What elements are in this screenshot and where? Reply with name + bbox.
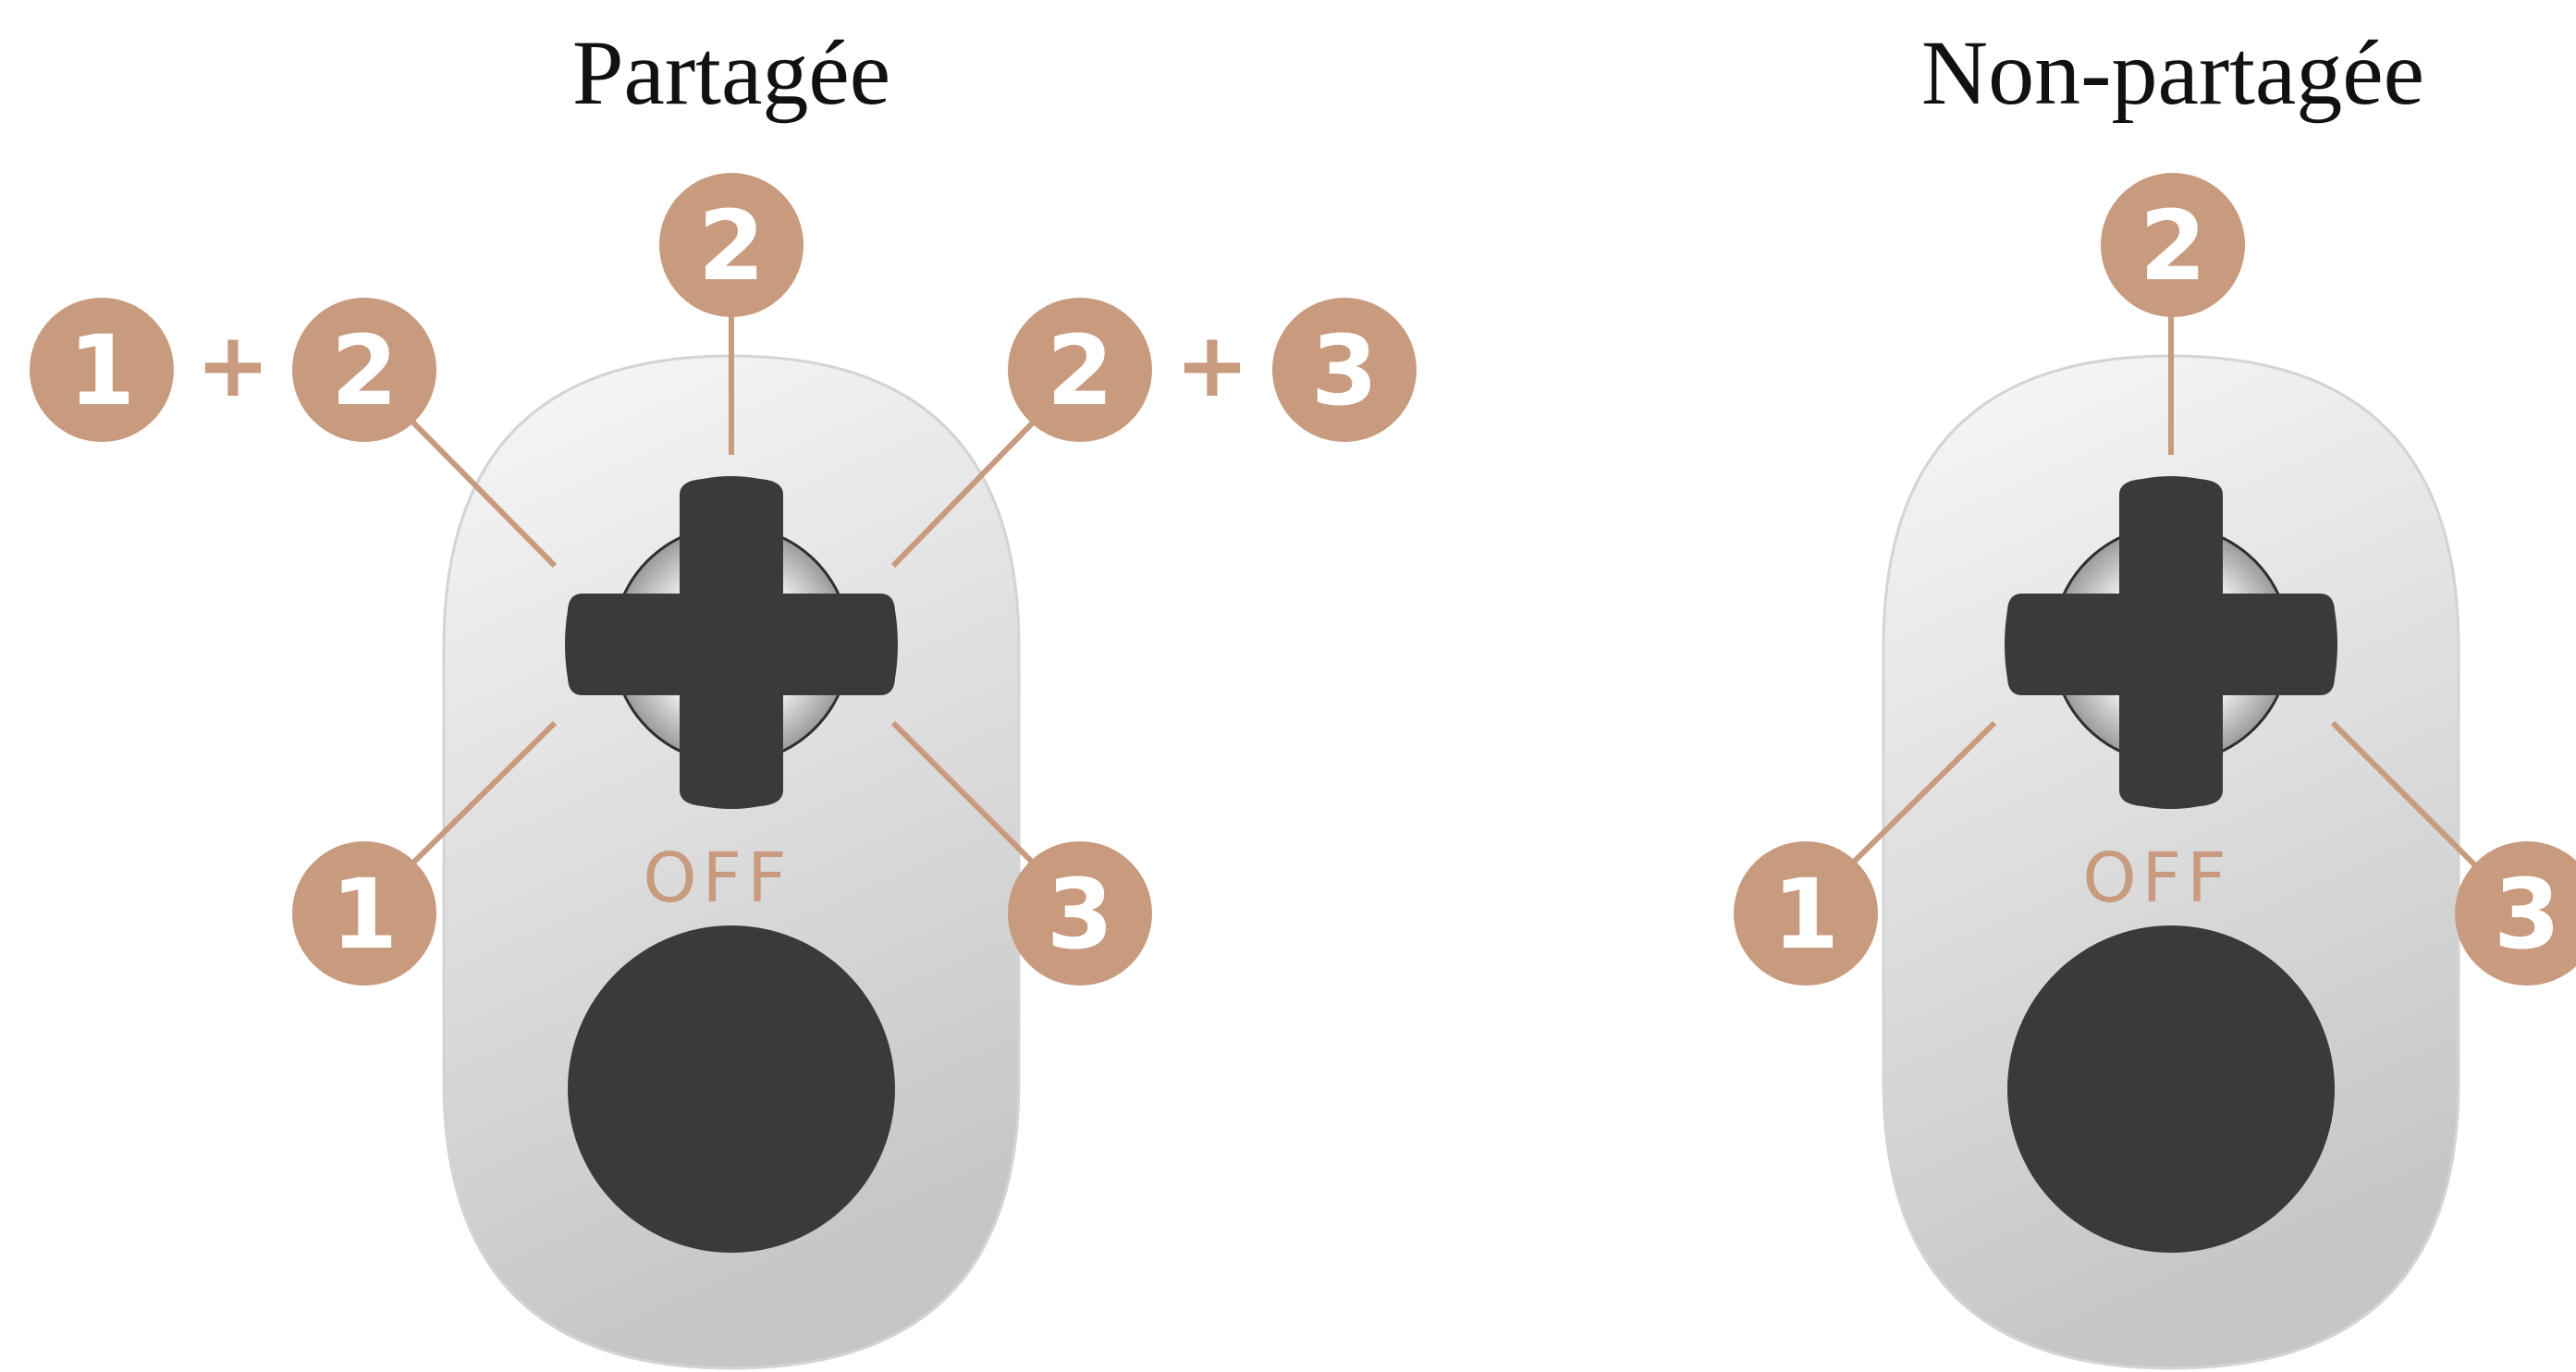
badge-number: 3 [1047, 858, 1113, 971]
badge-combo-right-b: 3 [1272, 298, 1417, 442]
badge-bottom-left: 1 [292, 841, 436, 986]
badge-number: 2 [698, 190, 765, 302]
dpad-cross[interactable] [565, 476, 898, 809]
badge-combo-left-a: 1 [30, 298, 174, 442]
badge-number: 2 [1047, 314, 1113, 427]
badge-number: 3 [2494, 858, 2560, 971]
panel-unshared: Non-partagée OFF 2 1 3 [1734, 21, 2576, 1370]
joystick-button[interactable] [2007, 925, 2335, 1253]
plus-sign: + [196, 313, 270, 417]
badge-top: 2 [659, 173, 803, 317]
badge-bottom-right: 3 [2455, 841, 2576, 986]
combo-left: 1 + 2 [30, 298, 436, 442]
joystick-button[interactable] [568, 925, 895, 1253]
badge-number: 3 [1311, 314, 1378, 427]
badge-number: 1 [331, 858, 398, 971]
badge-bottom-right: 3 [1008, 841, 1152, 986]
badge-number: 2 [331, 314, 398, 427]
dpad-cross[interactable] [2005, 476, 2337, 809]
badge-number: 2 [2140, 190, 2206, 302]
badge-number: 1 [68, 314, 135, 427]
off-label: OFF [643, 839, 791, 918]
combo-right: 2 + 3 [1008, 298, 1417, 442]
badge-combo-left-b: 2 [292, 298, 436, 442]
badge-top: 2 [2101, 173, 2245, 317]
leader-lines [406, 316, 1040, 870]
off-label: OFF [2082, 839, 2231, 918]
badge-combo-right-a: 2 [1008, 298, 1152, 442]
panel-title: Partagée [572, 21, 890, 124]
panel-shared: Partagée OFF 2 1 [30, 21, 1417, 1370]
leader-lines [1846, 316, 2480, 870]
badge-bottom-left: 1 [1734, 841, 1878, 986]
panel-title: Non-partagée [1921, 21, 2424, 124]
badge-number: 1 [1773, 858, 1839, 971]
plus-sign: + [1175, 313, 1249, 417]
